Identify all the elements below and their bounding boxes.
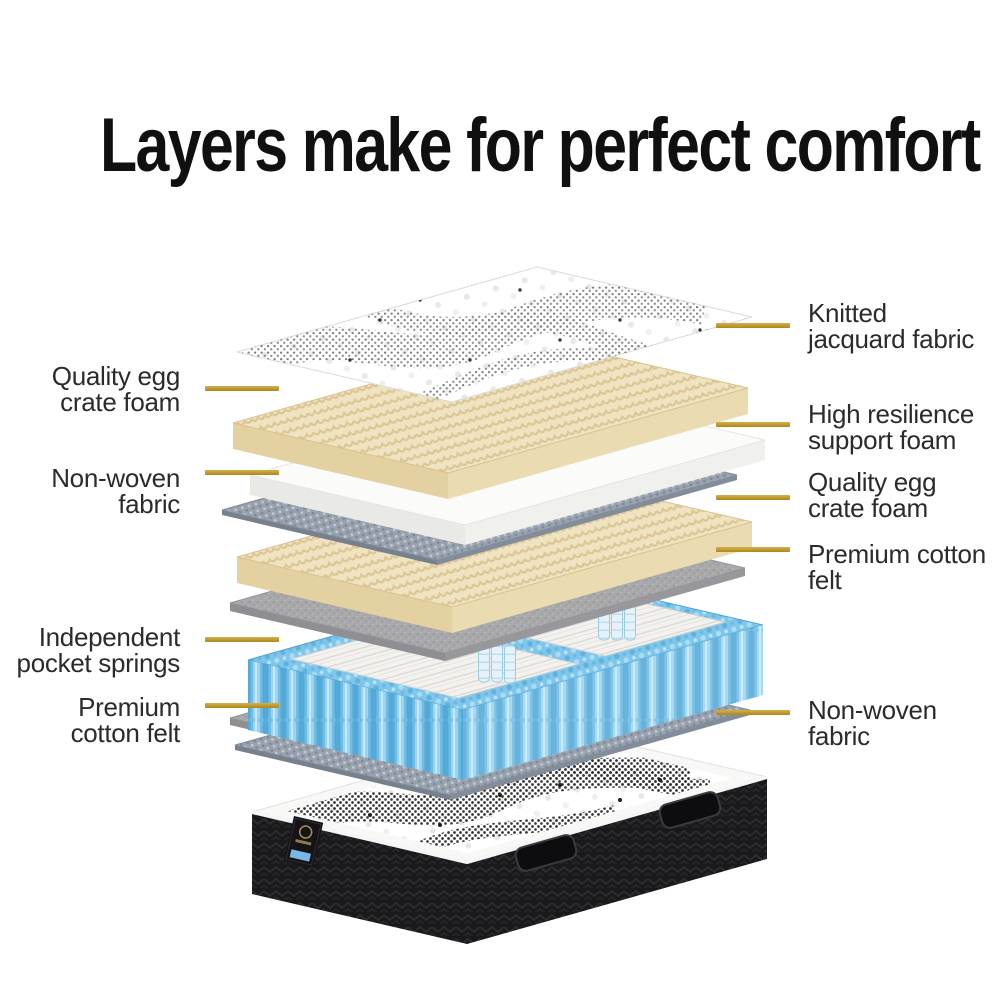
leader-line-cotton-felt-right: [716, 547, 790, 552]
callout-non-woven-fabric-left: Non-woven fabric: [51, 463, 180, 519]
mattress-handle: [514, 834, 578, 872]
leader-line-non-woven-fabric-left: [205, 470, 279, 475]
leader-line-cotton-felt-left: [205, 703, 279, 708]
callout-premium-cotton-felt-left: Premium cotton felt: [70, 692, 181, 748]
callout-quality-egg-crate-foam-left: Quality egg crate foam: [51, 361, 181, 417]
brand-crest-icon: [298, 825, 313, 839]
brand-tag-stripe: [289, 849, 311, 862]
callout-high-resilience-support-foam: High resilience support foam: [808, 399, 975, 455]
page-title: Layers make for perfect comfort: [100, 102, 981, 188]
layer-knitted-jacquard-fabric: [236, 266, 753, 403]
callout-independent-pocket-springs: Independent pocket springs: [16, 622, 181, 678]
leader-line-support-foam-right: [716, 422, 790, 427]
leader-line-egg-crate-foam-right: [716, 495, 790, 500]
layer-mattress-base: [251, 726, 768, 944]
callout-non-woven-fabric-right: Non-woven fabric: [808, 695, 937, 751]
mattress-handle: [658, 791, 722, 829]
callout-premium-cotton-felt-right: Premium cotton felt: [808, 539, 986, 595]
callout-knitted-jacquard-fabric: Knitted jacquard fabric: [808, 298, 975, 354]
brand-tag: [283, 816, 324, 868]
leader-line-pocket-springs-left: [205, 637, 279, 642]
leader-line-egg-crate-foam-left: [205, 386, 279, 391]
callout-quality-egg-crate-foam-right: Quality egg crate foam: [808, 467, 937, 523]
leader-line-non-woven-fabric-right: [716, 710, 790, 715]
leader-line-jacquard-fabric-right: [716, 323, 790, 328]
layer-egg-crate-foam-upper: [232, 337, 749, 499]
